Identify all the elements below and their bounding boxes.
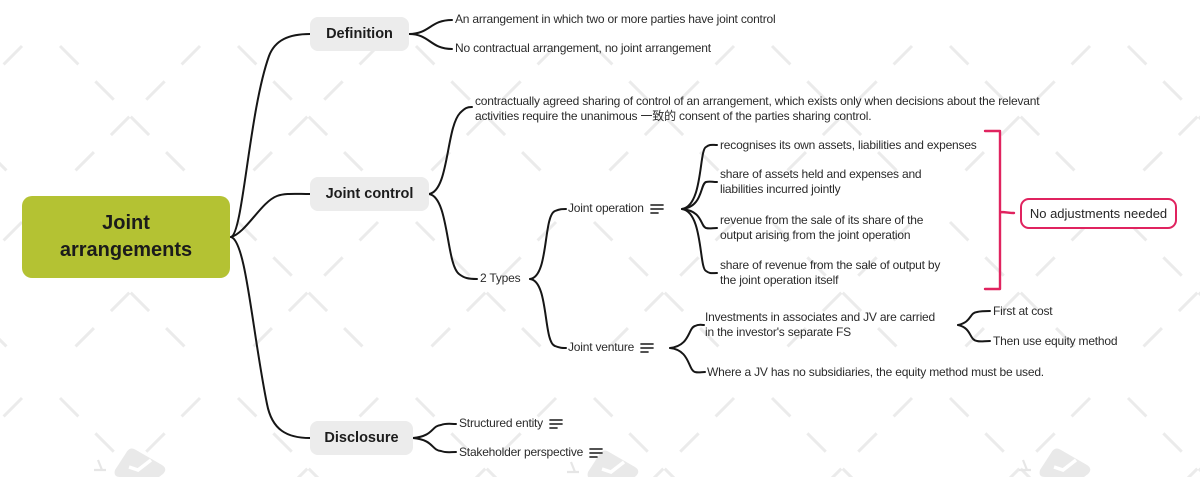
topic-definition-label: Definition [326, 26, 393, 42]
topic-structured-entity[interactable]: Structured entity [459, 416, 563, 431]
topic-joint-venture[interactable]: Joint venture [568, 340, 654, 355]
topic-stakeholder-perspective[interactable]: Stakeholder perspective [459, 445, 604, 460]
callout-label: No adjustments needed [1029, 206, 1168, 221]
watermark-logo [94, 448, 166, 477]
connector-root-disclosure [230, 236, 311, 439]
connector [669, 323, 705, 349]
topic-joint-control-definition[interactable]: contractually agreed sharing of control … [475, 94, 1040, 123]
root-topic-joint-arrangements[interactable]: Joint arrangements [22, 196, 230, 278]
callout-bracket [983, 129, 1016, 291]
connector [681, 208, 718, 230]
connector [408, 19, 453, 35]
connector [669, 347, 706, 374]
topic-disclosure-label: Disclosure [324, 430, 399, 446]
topic-2-types[interactable]: 2 Types [480, 271, 521, 285]
callout-no-adjustments[interactable]: No adjustments needed [1020, 198, 1177, 229]
connector [412, 422, 457, 439]
connector [529, 278, 567, 349]
connector [681, 143, 718, 210]
root-topic-label: Joint arrangements [59, 212, 193, 261]
connector-root-joint-control [230, 192, 311, 238]
topic-jo-item-3[interactable]: revenue from the sale of its share of th… [720, 213, 924, 242]
connector [428, 106, 473, 195]
notes-icon[interactable] [640, 342, 654, 354]
topic-definition-child-1[interactable]: An arrangement in which two or more part… [455, 12, 776, 26]
connector [681, 180, 718, 210]
connector-root-definition [230, 33, 311, 238]
connector [529, 208, 567, 280]
topic-jv-investments[interactable]: Investments in associates and JV are car… [705, 310, 935, 339]
topic-joint-control-label: Joint control [325, 186, 414, 202]
topic-then-equity-method[interactable]: Then use equity method [993, 334, 1118, 348]
connector [412, 437, 457, 454]
topic-jv-no-subsidiaries[interactable]: Where a JV has no subsidiaries, the equi… [707, 365, 1044, 379]
topic-jo-item-1[interactable]: recognises its own assets, liabilities a… [720, 138, 977, 152]
connector [957, 310, 991, 326]
watermark-logo [1019, 448, 1091, 477]
notes-icon[interactable] [649, 203, 664, 215]
topic-joint-operation[interactable]: Joint operation [568, 201, 664, 216]
notes-icon[interactable] [549, 418, 563, 430]
connector [957, 324, 991, 343]
connector [681, 208, 718, 275]
topic-definition-child-2[interactable]: No contractual arrangement, no joint arr… [455, 41, 711, 55]
notes-icon[interactable] [589, 447, 604, 459]
connector [428, 193, 478, 280]
topic-disclosure[interactable]: Disclosure [310, 421, 413, 455]
connector [408, 33, 453, 50]
topic-jo-item-2[interactable]: share of assets held and expenses and li… [720, 167, 922, 196]
topic-first-at-cost[interactable]: First at cost [993, 304, 1053, 318]
topic-definition[interactable]: Definition [310, 17, 409, 51]
topic-jo-item-4[interactable]: share of revenue from the sale of output… [720, 258, 941, 287]
topic-joint-control[interactable]: Joint control [310, 177, 429, 211]
